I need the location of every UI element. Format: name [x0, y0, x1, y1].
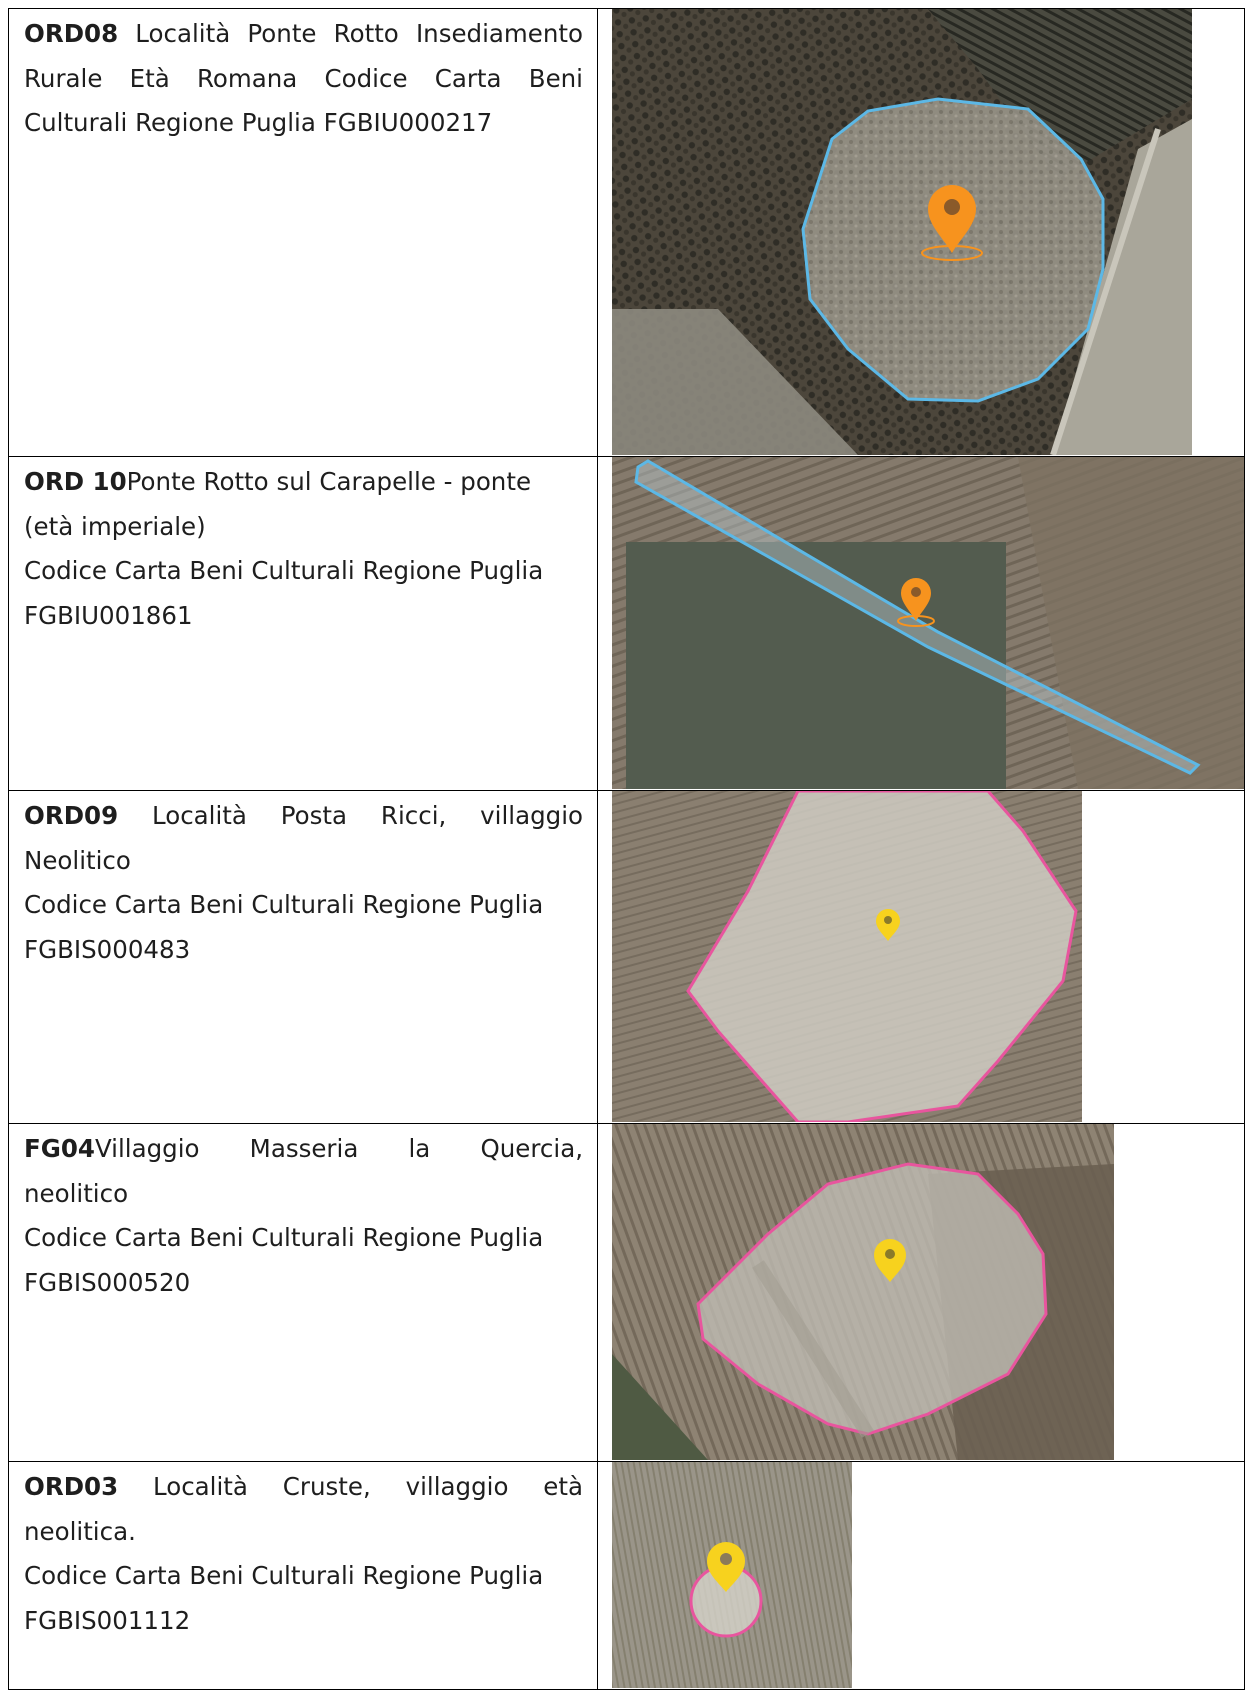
description-line: Rurale Età Romana Codice Carta Beni	[24, 63, 583, 93]
description-line: ORD 10Ponte Rotto sul Carapelle - ponte	[24, 467, 532, 496]
site-code: ORD 10	[24, 467, 127, 496]
aerial-photo-cell	[597, 1123, 1245, 1462]
table-row: ORD03 Località Cruste, villaggio età neo…	[8, 1461, 1245, 1690]
description-line: Codice Carta Beni Culturali Regione Pugl…	[24, 890, 544, 919]
table-row: ORD09 Località Posta Ricci, villaggio Ne…	[8, 790, 1245, 1124]
site-outline	[696, 1162, 1048, 1436]
site-description-cell: ORD03 Località Cruste, villaggio età neo…	[8, 1461, 598, 1690]
description-line: Codice Carta Beni Culturali Regione Pugl…	[24, 556, 544, 585]
description-line: Codice Carta Beni Culturali Regione Pugl…	[24, 1223, 544, 1252]
site-code: ORD09	[24, 801, 119, 830]
aerial-photo-cell	[597, 8, 1245, 457]
aerial-photo	[612, 1124, 1114, 1460]
description-line: neolitico	[24, 1178, 129, 1208]
heritage-sites-table: ORD08 Località Ponte Rotto Insediamento …	[8, 8, 1245, 1690]
description-line: ORD08 Località Ponte Rotto Insediamento	[24, 19, 583, 48]
location-pin-icon	[876, 909, 900, 941]
site-description-cell: ORD09 Località Posta Ricci, villaggio Ne…	[8, 790, 598, 1124]
aerial-photo	[612, 9, 1192, 455]
site-outline	[686, 791, 1078, 1122]
description-line: (età imperiale)	[24, 511, 206, 541]
description-line: FGBIS001112	[24, 1605, 191, 1635]
table-row: ORD 10Ponte Rotto sul Carapelle - ponte …	[8, 456, 1245, 791]
table-row: FG04Villaggio Masseria la Quercia, neoli…	[8, 1123, 1245, 1462]
aerial-photo-cell	[597, 1461, 1245, 1690]
site-description-cell: FG04Villaggio Masseria la Quercia, neoli…	[8, 1123, 598, 1462]
description-line: Culturali Regione Puglia FGBIU000217	[24, 108, 493, 137]
description-line: Neolitico	[24, 845, 131, 875]
table-row: ORD08 Località Ponte Rotto Insediamento …	[8, 8, 1245, 457]
site-description-cell: ORD 10Ponte Rotto sul Carapelle - ponte …	[8, 456, 598, 791]
location-pin-icon	[707, 1542, 745, 1592]
description-line: FG04Villaggio Masseria la Quercia,	[24, 1134, 583, 1163]
description-line: ORD03 Località Cruste, villaggio età	[24, 1472, 583, 1501]
site-code: FG04	[24, 1134, 95, 1163]
site-outline	[634, 459, 1201, 775]
description-line: FGBIU001861	[24, 600, 193, 630]
site-code: ORD03	[24, 1472, 119, 1501]
aerial-photo	[612, 791, 1082, 1122]
location-pin-icon	[874, 1239, 906, 1282]
description-line: FGBIS000520	[24, 1267, 191, 1297]
site-code: ORD08	[24, 19, 119, 48]
aerial-photo	[612, 1462, 852, 1688]
aerial-photo-cell	[597, 456, 1245, 791]
aerial-photo-cell	[597, 790, 1245, 1124]
aerial-photo	[612, 457, 1244, 789]
description-line: neolitica.	[24, 1516, 136, 1546]
description-line: ORD09 Località Posta Ricci, villaggio	[24, 801, 583, 830]
description-line: Codice Carta Beni Culturali Regione Pugl…	[24, 1561, 544, 1590]
location-pin-icon	[921, 185, 983, 261]
location-pin-icon	[897, 578, 935, 627]
description-line: FGBIS000483	[24, 934, 191, 964]
site-description-cell: ORD08 Località Ponte Rotto Insediamento …	[8, 8, 598, 457]
